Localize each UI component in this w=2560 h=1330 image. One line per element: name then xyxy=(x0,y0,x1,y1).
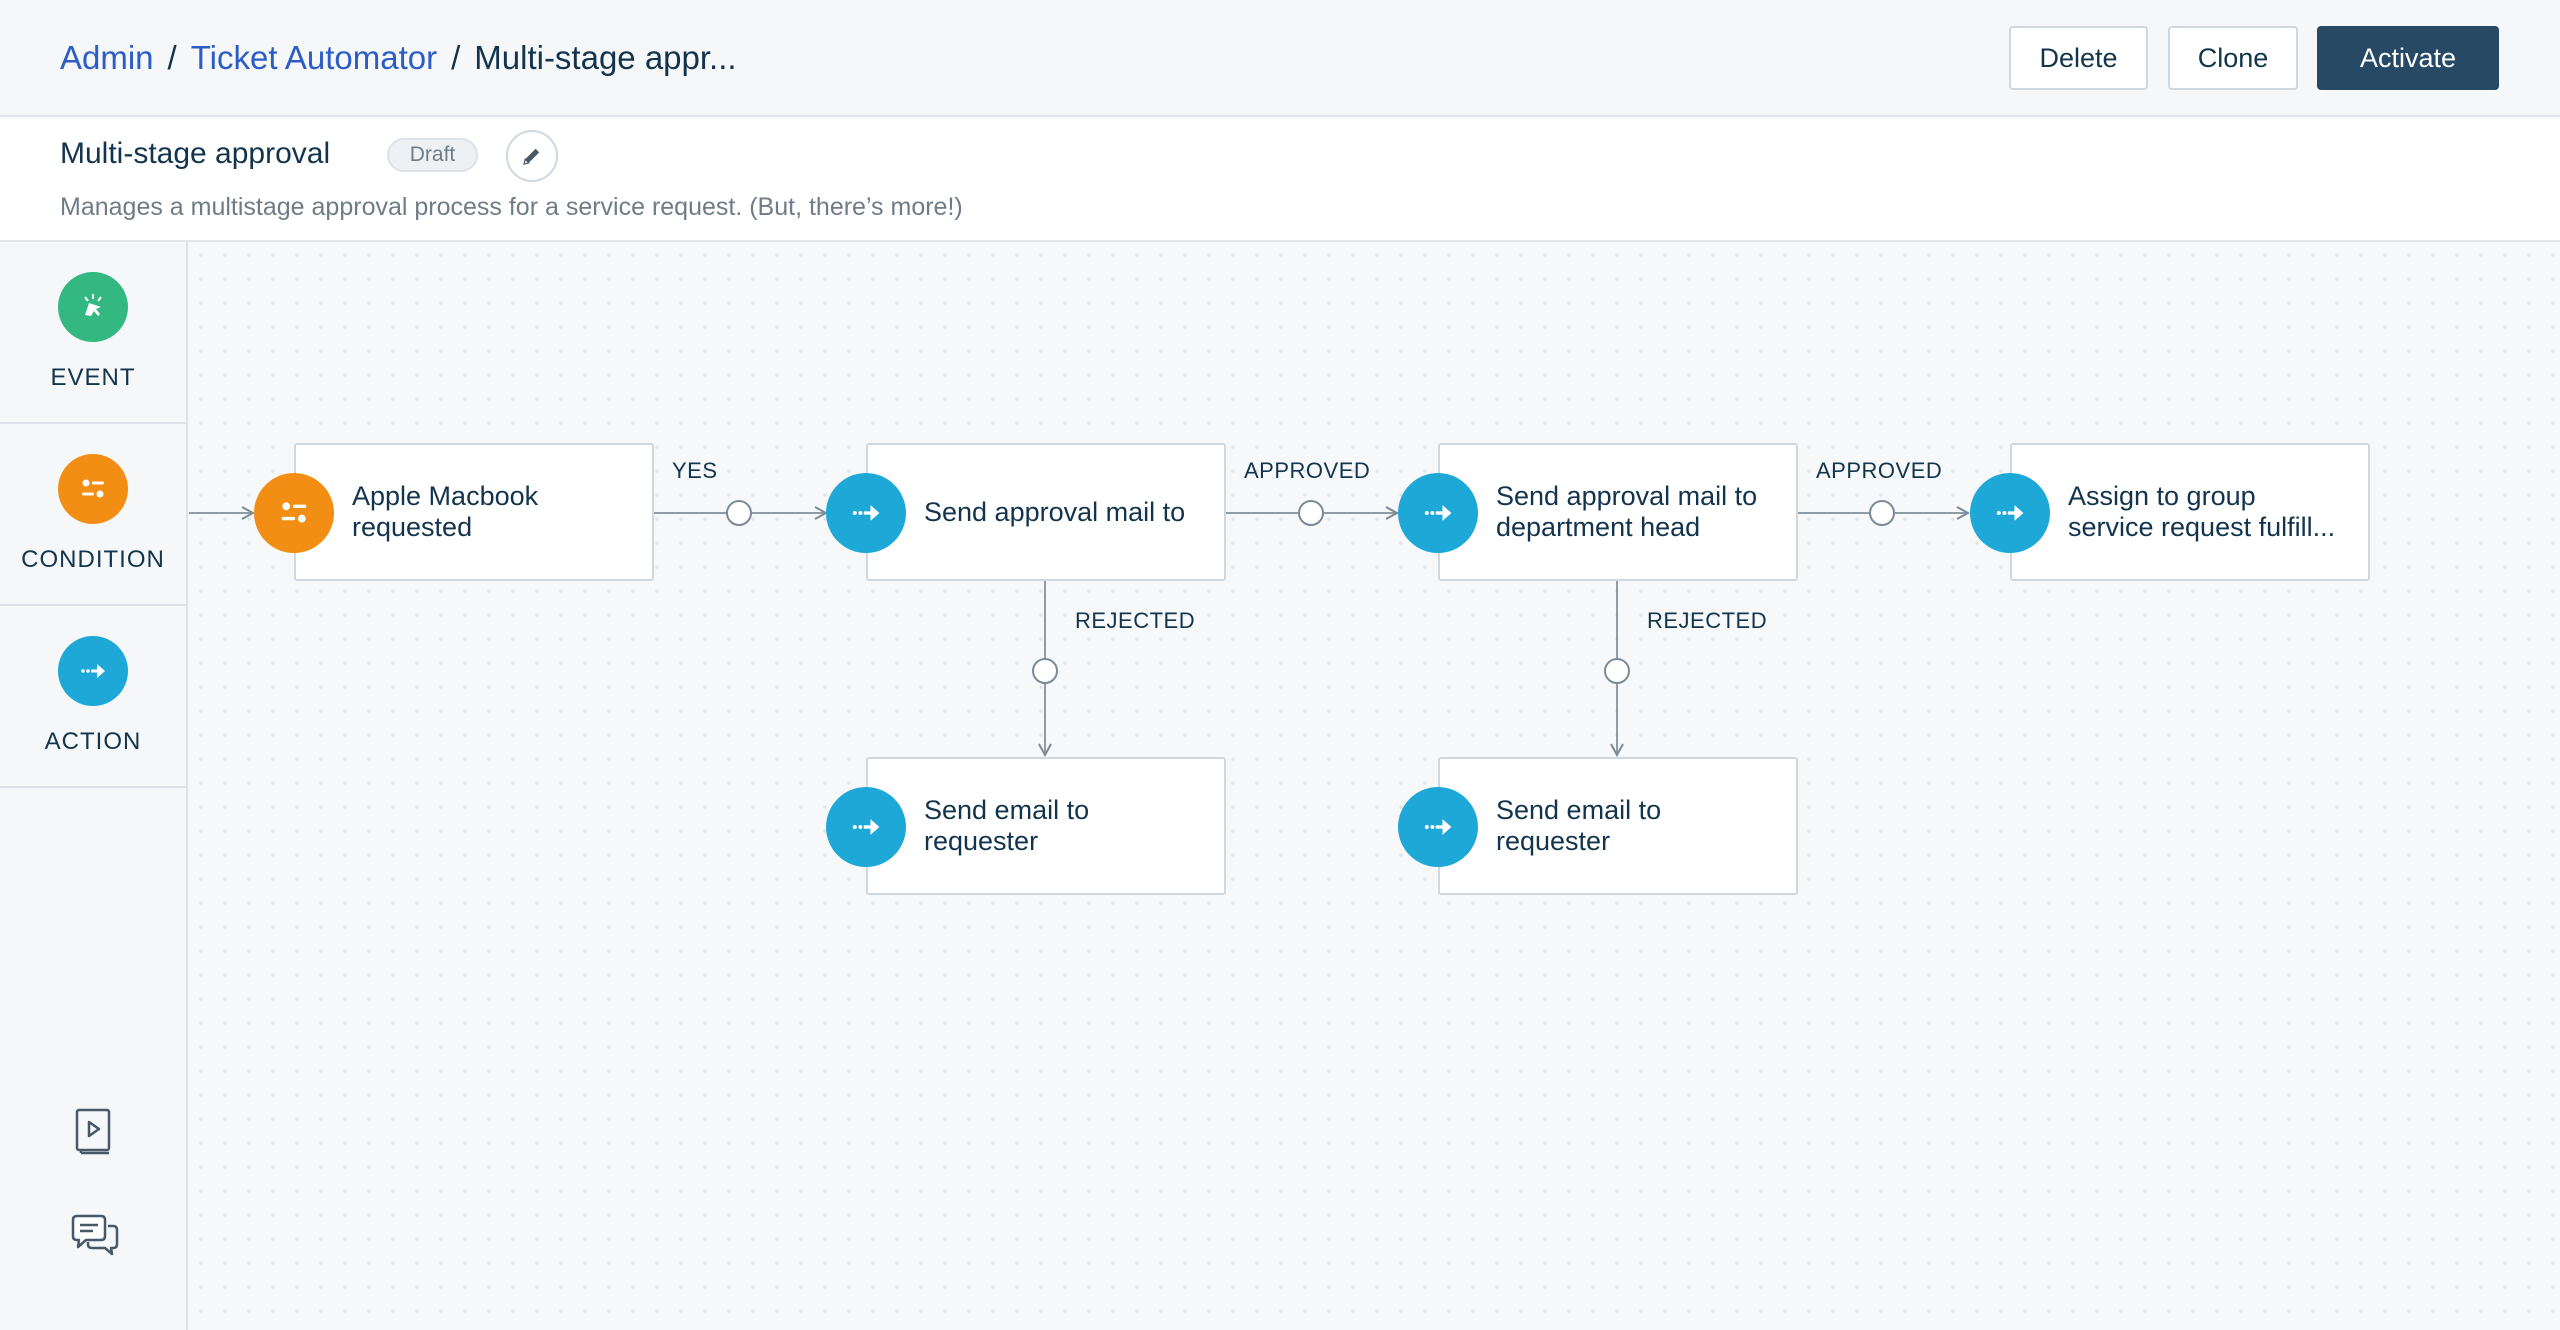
filter-sliders-icon xyxy=(254,473,334,553)
breadcrumb-separator: / xyxy=(167,39,177,76)
breadcrumb-current: Multi-stage appr... xyxy=(474,39,737,76)
top-header: Admin / Ticket Automator / Multi-stage appr.… xyxy=(0,0,2560,117)
delete-button[interactable]: Delete xyxy=(2009,26,2148,90)
status-badge: Draft xyxy=(387,138,478,172)
palette-condition[interactable]: CONDITION xyxy=(0,424,186,606)
connector-handle[interactable] xyxy=(1604,658,1630,684)
palette-event-label: EVENT xyxy=(50,364,136,391)
chat-support-icon[interactable] xyxy=(68,1212,119,1262)
connector-lines xyxy=(189,500,2560,1330)
arrow-right-icon xyxy=(826,473,906,553)
edge-label-rejected: REJECTED xyxy=(1075,608,1196,633)
connector-handle[interactable] xyxy=(726,500,752,526)
edge-label-approved: APPROVED xyxy=(1244,458,1371,483)
connector-handle[interactable] xyxy=(1032,658,1058,684)
node-label: Send approval mail to xyxy=(924,496,1186,527)
palette-condition-label: CONDITION xyxy=(21,546,165,573)
workflow-title: Multi-stage approval xyxy=(60,137,331,170)
palette-event[interactable]: EVENT xyxy=(0,242,186,424)
connector-handle[interactable] xyxy=(1298,500,1324,526)
clone-button[interactable]: Clone xyxy=(2168,26,2298,90)
workflow-canvas[interactable]: YES APPROVED APPROVED REJECTED REJECTED … xyxy=(189,243,2560,1330)
cursor-click-icon xyxy=(58,272,128,342)
edge-label-approved: APPROVED xyxy=(1816,458,1943,483)
edge-label-rejected: REJECTED xyxy=(1647,608,1768,633)
breadcrumb-separator: / xyxy=(451,39,461,76)
node-palette-sidebar: EVENT CONDITION ACTION xyxy=(0,242,188,1330)
arrow-right-icon xyxy=(826,787,906,867)
connector-handle[interactable] xyxy=(1869,500,1895,526)
activate-button[interactable]: Activate xyxy=(2317,26,2499,90)
breadcrumb-admin[interactable]: Admin xyxy=(60,39,154,76)
arrow-right-icon xyxy=(1398,787,1478,867)
palette-action-label: ACTION xyxy=(44,728,142,755)
breadcrumb-ticket-automator[interactable]: Ticket Automator xyxy=(190,39,438,76)
video-tutorial-icon[interactable] xyxy=(68,1106,118,1156)
pencil-icon xyxy=(523,148,540,165)
edge-label-yes: YES xyxy=(672,458,718,483)
breadcrumb: Admin / Ticket Automator / Multi-stage appr.… xyxy=(60,36,737,80)
edit-workflow-button[interactable] xyxy=(506,130,558,182)
palette-action[interactable]: ACTION xyxy=(0,606,186,788)
filter-sliders-icon xyxy=(58,454,128,524)
arrow-right-icon xyxy=(1970,473,2050,553)
action-node-send-approval[interactable]: Send approval mail to xyxy=(866,443,1226,581)
arrow-right-icon xyxy=(1398,473,1478,553)
arrow-right-icon xyxy=(58,636,128,706)
workflow-description: Manages a multistage approval process fo… xyxy=(60,193,963,221)
